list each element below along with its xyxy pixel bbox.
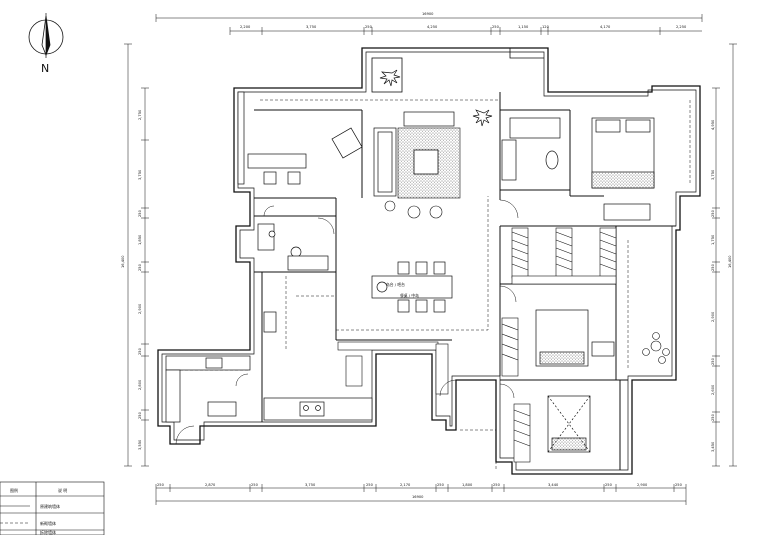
legend-row1-text: 原建筑墙体: [40, 503, 60, 509]
bottom-dimension-chain: [155, 484, 687, 505]
top-dim-8: 4,170: [600, 25, 611, 29]
master-bed: [591, 117, 655, 221]
top-dim-5: 250: [492, 25, 500, 29]
left-dim-10: 3,550: [138, 439, 142, 450]
coffee-table: [413, 149, 439, 175]
left-dim-5: 250: [138, 263, 142, 271]
balcony-furniture: [642, 332, 670, 364]
island-label-1: 岛台 / 吧台: [386, 282, 405, 287]
bottom-dim-9: 250: [493, 483, 501, 487]
bottom-dim-10: 3,440: [548, 483, 559, 487]
right-dim-10: 3,450: [711, 441, 715, 452]
bedroom-3-bed: [547, 395, 591, 453]
left-dimension-chain: [124, 43, 149, 467]
left-dim-3: 250: [138, 209, 142, 217]
bottom-dim-2: 2,870: [205, 483, 216, 487]
left-dim-8: 2,800: [138, 379, 142, 390]
exterior-walls: [157, 47, 701, 475]
legend-header-col1: 图例: [10, 487, 18, 493]
right-dim-9: 250: [711, 413, 715, 421]
top-total-dimension: 16900: [422, 12, 434, 16]
top-dim-4: 4,250: [427, 25, 438, 29]
entry-cabinets: [337, 341, 449, 395]
dining-table: [371, 261, 453, 313]
bottom-dim-13: 250: [675, 483, 683, 487]
bottom-dim-3: 250: [251, 483, 259, 487]
door-swings: [175, 199, 519, 445]
left-total-dimension: 16,400: [121, 255, 125, 268]
bottom-dim-12: 2,900: [637, 483, 648, 487]
right-dimension-chain: [712, 43, 737, 467]
right-dim-1: 4,950: [711, 119, 715, 130]
right-dim-5: 250: [711, 263, 715, 271]
bottom-dim-4: 3,750: [305, 483, 316, 487]
legend-header-col2: 说 明: [58, 487, 67, 493]
right-dim-6: 2,900: [711, 311, 715, 322]
legend-table: [0, 481, 105, 535]
left-dim-1: 2,750: [138, 109, 142, 120]
sofa: [373, 111, 455, 197]
left-dim-9: 250: [138, 411, 142, 419]
left-dim-7: 250: [138, 347, 142, 355]
top-dim-7: 120: [542, 25, 550, 29]
corridor-guides: [460, 396, 497, 470]
left-dim-6: 2,900: [138, 303, 142, 314]
top-dim-1: 2,200: [240, 25, 251, 29]
bottom-dim-5: 250: [366, 483, 374, 487]
study-furniture: [237, 91, 363, 185]
north-label: N: [41, 62, 49, 75]
bottom-dim-7: 250: [437, 483, 445, 487]
right-dim-2: 3,750: [711, 169, 715, 180]
top-dim-6: 1,150: [518, 25, 529, 29]
right-dim-3: 250: [711, 209, 715, 217]
top-dim-2: 3,750: [306, 25, 317, 29]
guest-bath: [257, 223, 329, 271]
top-dim-9: 2,250: [676, 25, 687, 29]
right-dim-4: 1,750: [711, 234, 715, 245]
bottom-dim-6: 2,170: [400, 483, 411, 487]
right-total-dimension: 16,400: [728, 255, 732, 268]
master-bath: [501, 117, 561, 181]
kitchen-counters: [165, 311, 373, 423]
bottom-dim-11: 250: [605, 483, 613, 487]
legend-row3-text: 拆除墙体: [40, 529, 56, 535]
plant-icon: [379, 69, 493, 127]
north-balcony-bay: [371, 48, 544, 93]
top-dimension-chain: [155, 14, 703, 35]
wardrobes: [501, 227, 617, 463]
legend-row2-text: 新砌墙体: [40, 520, 56, 526]
island-label-2: 餐桌 / 中岛: [400, 293, 419, 298]
bar-stools: [384, 200, 443, 219]
bottom-dim-1: 250: [157, 483, 165, 487]
top-dim-3: 250: [365, 25, 373, 29]
left-dim-2: 3,750: [138, 169, 142, 180]
bedroom-2-bed: [535, 309, 615, 367]
right-dim-8: 2,600: [711, 384, 715, 395]
right-dim-7: 250: [711, 357, 715, 365]
bottom-total-dimension: 16900: [412, 495, 424, 499]
bottom-dim-8: 1,800: [462, 483, 473, 487]
north-arrow-icon: [28, 13, 64, 58]
left-dim-4: 1,850: [138, 234, 142, 245]
